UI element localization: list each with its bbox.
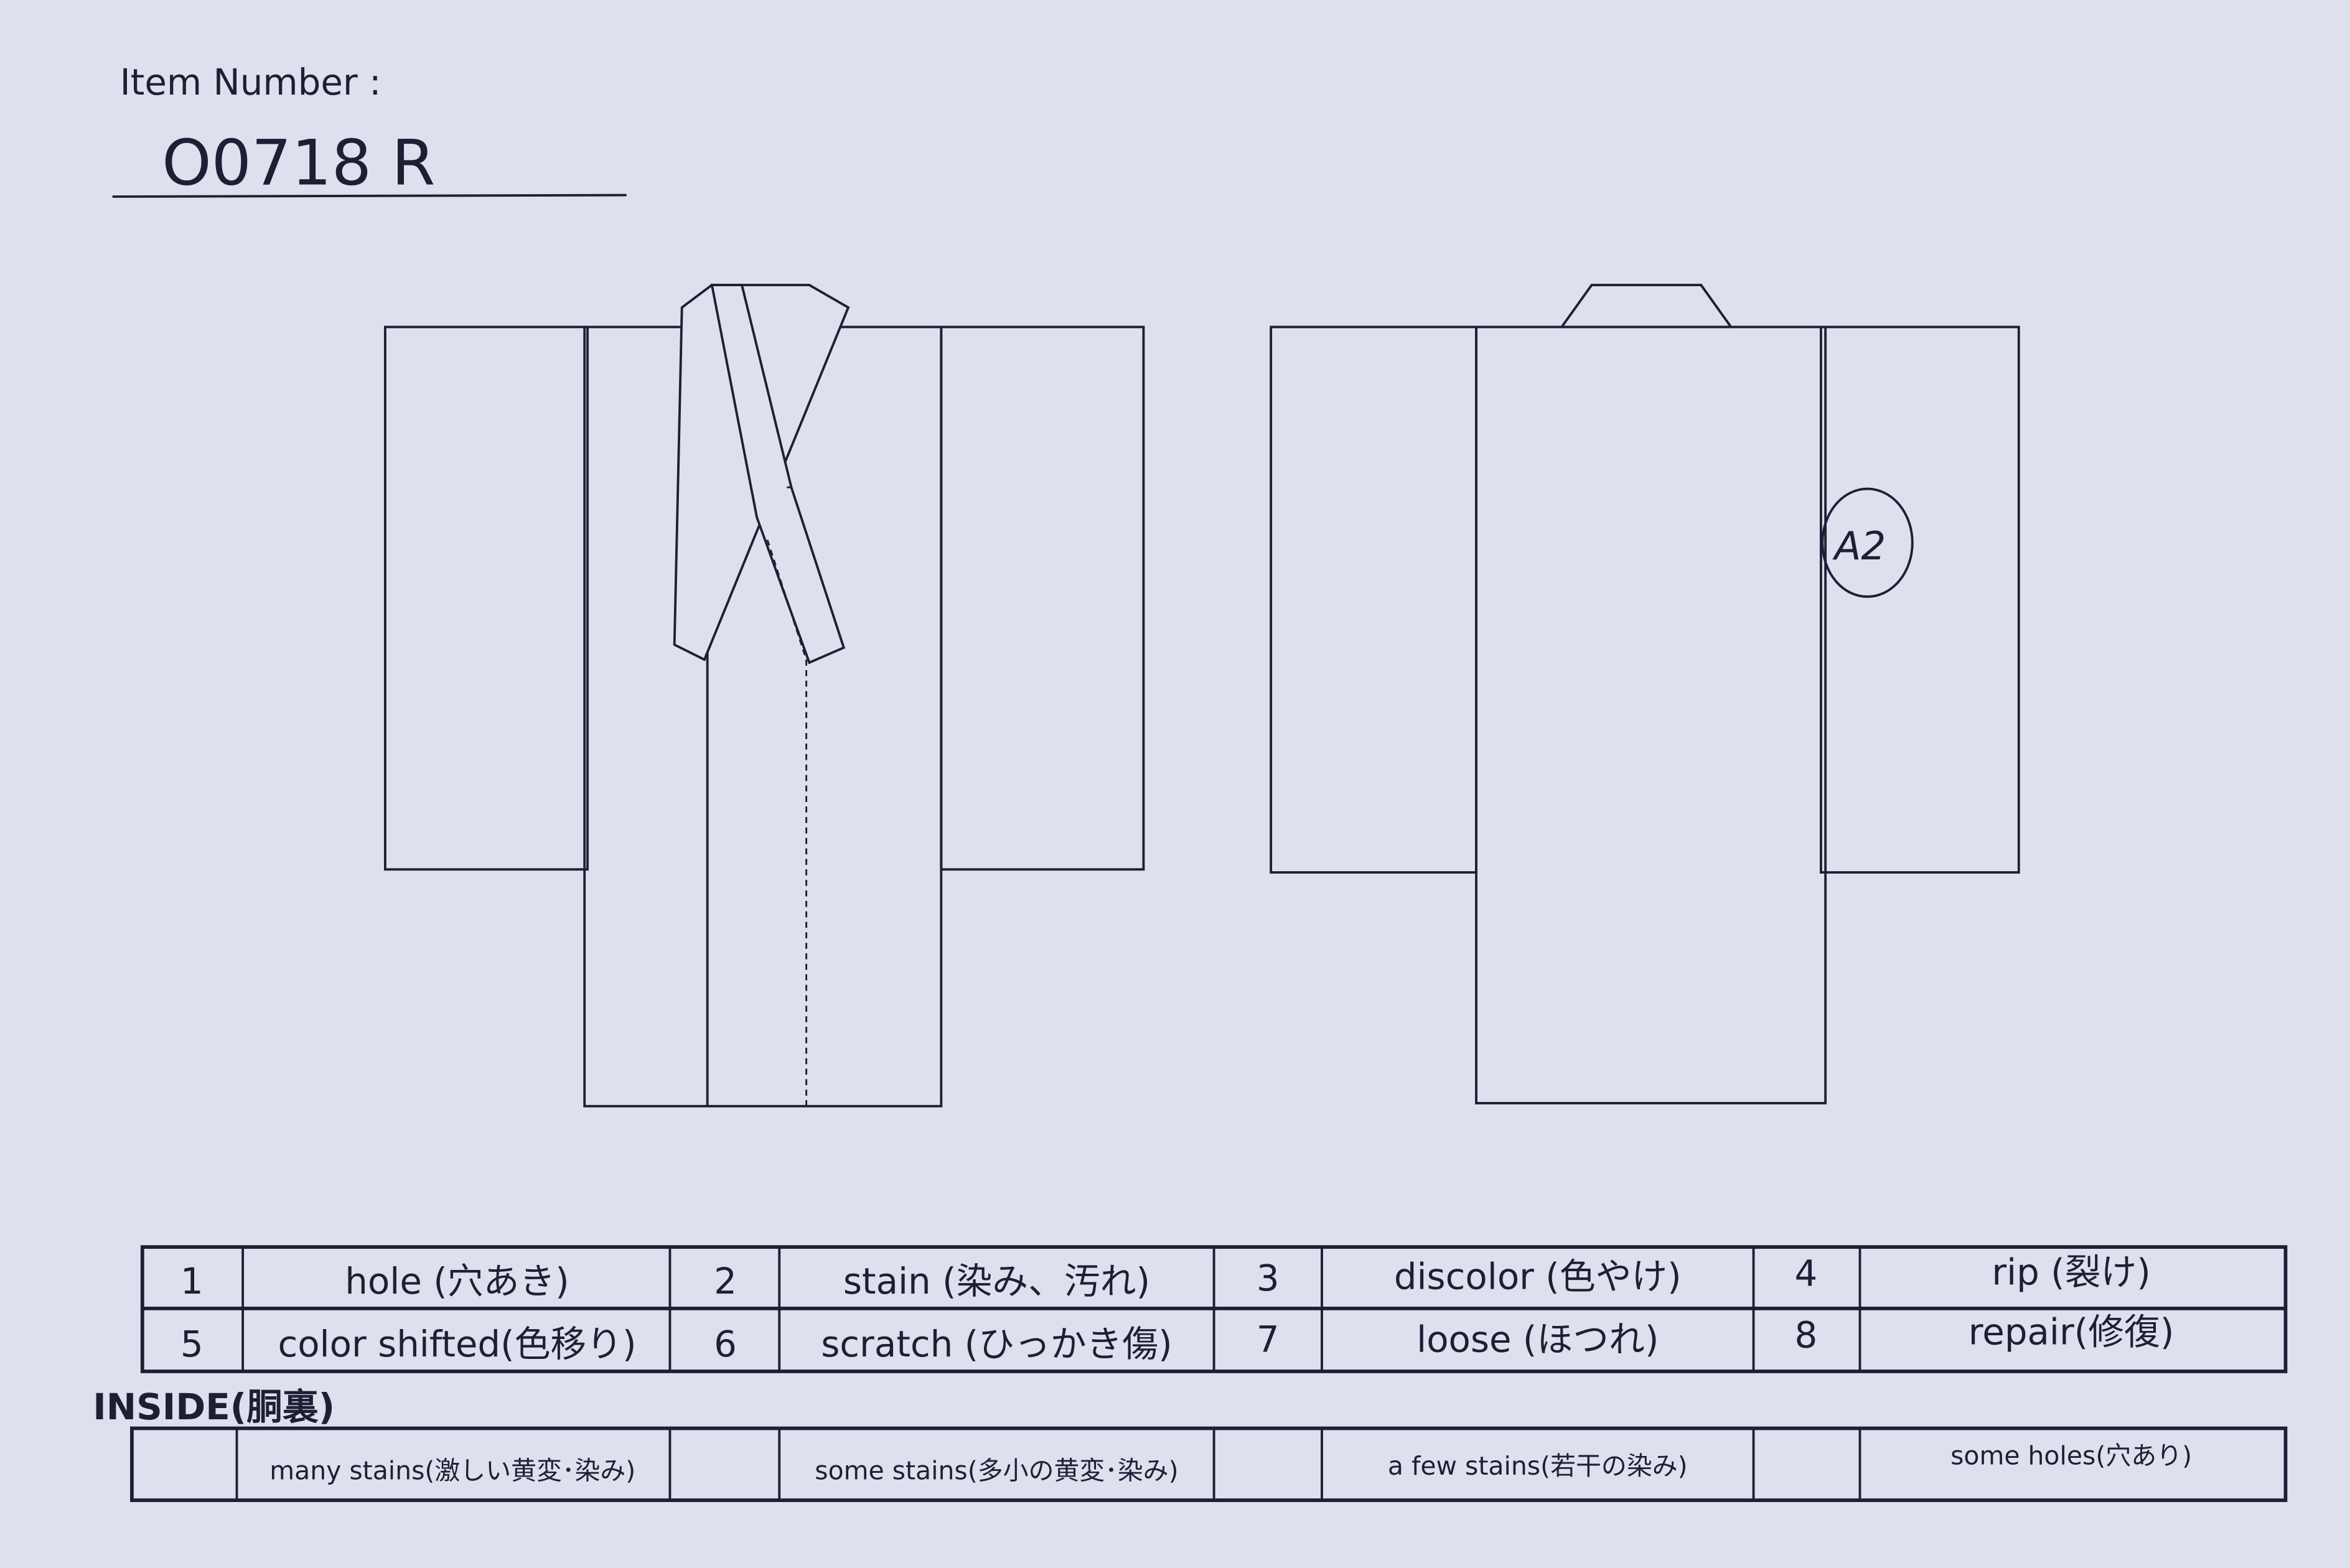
damage-mark-text: A2	[1832, 523, 1886, 569]
kimono-front-diagram	[383, 284, 1145, 1108]
item-number-label: Item Number :	[120, 61, 382, 103]
inside-checkbox-few-stains[interactable]	[1217, 1433, 1319, 1496]
inside-border	[130, 1426, 2288, 1502]
legend-num: 3	[1257, 1257, 1280, 1299]
back-right-sleeve	[1819, 325, 2020, 874]
legend-label: rip (裂け)	[1992, 1251, 2151, 1293]
legend-row-2: 5 color shifted(色移り) 6 scratch (ひっかき傷) 7…	[180, 1311, 2174, 1365]
front-right-sleeve	[940, 325, 1145, 871]
back-body	[1475, 325, 1827, 1104]
front-collar-hidden-line	[766, 539, 807, 660]
item-number-underline	[112, 194, 627, 198]
inside-checkbox-some-holes[interactable]	[1756, 1433, 1856, 1496]
legend-num: 6	[714, 1323, 737, 1365]
inside-checkbox-some-stains[interactable]	[673, 1433, 776, 1496]
inside-option-label: a few stains(若干の染み)	[1388, 1451, 1688, 1481]
damage-legend-table: 1 hole (穴あき) 2 stain (染み、汚れ) 3 discolor …	[140, 1245, 2288, 1373]
legend-label: hole (穴あき)	[345, 1260, 569, 1302]
front-collar-right	[710, 284, 846, 665]
legend-num: 2	[714, 1260, 737, 1302]
inside-option-label: some holes(穴あり)	[1950, 1440, 2192, 1470]
legend-label: scratch (ひっかき傷)	[821, 1323, 1172, 1365]
kimono-back-diagram: A2	[1270, 284, 2020, 1104]
legend-num: 4	[1794, 1253, 1817, 1295]
legend-num: 5	[180, 1323, 204, 1365]
legend-label: discolor (色やけ)	[1394, 1256, 1682, 1298]
legend-num: 8	[1794, 1314, 1817, 1356]
front-left-sleeve	[383, 325, 589, 871]
back-left-sleeve	[1270, 325, 1477, 874]
inside-title: INSIDE(胴裏)	[93, 1386, 335, 1428]
legend-label: repair(修復)	[1968, 1311, 2174, 1353]
legend-num: 7	[1257, 1318, 1280, 1361]
item-number-value: O0718 R	[162, 126, 435, 200]
legend-label: stain (染み、汚れ)	[843, 1260, 1150, 1302]
legend-num: 1	[180, 1260, 204, 1302]
inside-option-label: some stains(多小の黄変･染み)	[815, 1455, 1178, 1485]
legend-label: color shifted(色移り)	[278, 1323, 636, 1365]
legend-label: loose (ほつれ)	[1416, 1318, 1659, 1361]
damage-mark-circle	[1821, 487, 1914, 598]
back-collar	[1559, 284, 1734, 329]
inside-table: many stains(激しい黄変･染み) some stains(多小の黄変･…	[130, 1426, 2288, 1502]
legend-row-1: 1 hole (穴あき) 2 stain (染み、汚れ) 3 discolor …	[180, 1251, 2151, 1302]
inside-checkbox-many-stains[interactable]	[135, 1433, 234, 1496]
inside-option-label: many stains(激しい黄変･染み)	[269, 1455, 635, 1485]
